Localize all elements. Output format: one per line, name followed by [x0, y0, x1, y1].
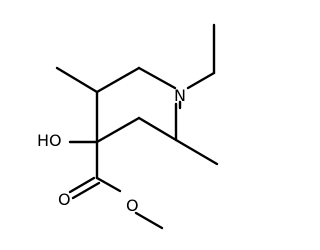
- bond-carbonyl-double-b: [71, 181, 101, 200]
- atom-hydroxyl-label: HO: [37, 131, 62, 150]
- atom-carbonyl-oxygen-label: O: [58, 190, 71, 209]
- bond-carbonyl-double-a: [68, 176, 96, 194]
- bond-c4-c5: [137, 66, 177, 90]
- bond-carbonyl-ether-o: [95, 176, 122, 193]
- bond-ether-o-methyl: [134, 211, 164, 230]
- bond-c3-c4: [95, 66, 141, 94]
- molecule-diagram: N HO O O: [37, 23, 219, 230]
- bond-c1-c-quat: [95, 116, 141, 144]
- bond-n-ch2: [186, 71, 216, 90]
- atom-nitrogen-label: N: [174, 86, 186, 105]
- bond-c2-c1: [137, 116, 178, 142]
- structure-canvas: N HO O O: [37, 23, 219, 230]
- atom-ether-oxygen-label: O: [126, 196, 139, 215]
- bond-c2-ch3: [174, 138, 219, 166]
- bond-c3-ch3: [55, 66, 99, 94]
